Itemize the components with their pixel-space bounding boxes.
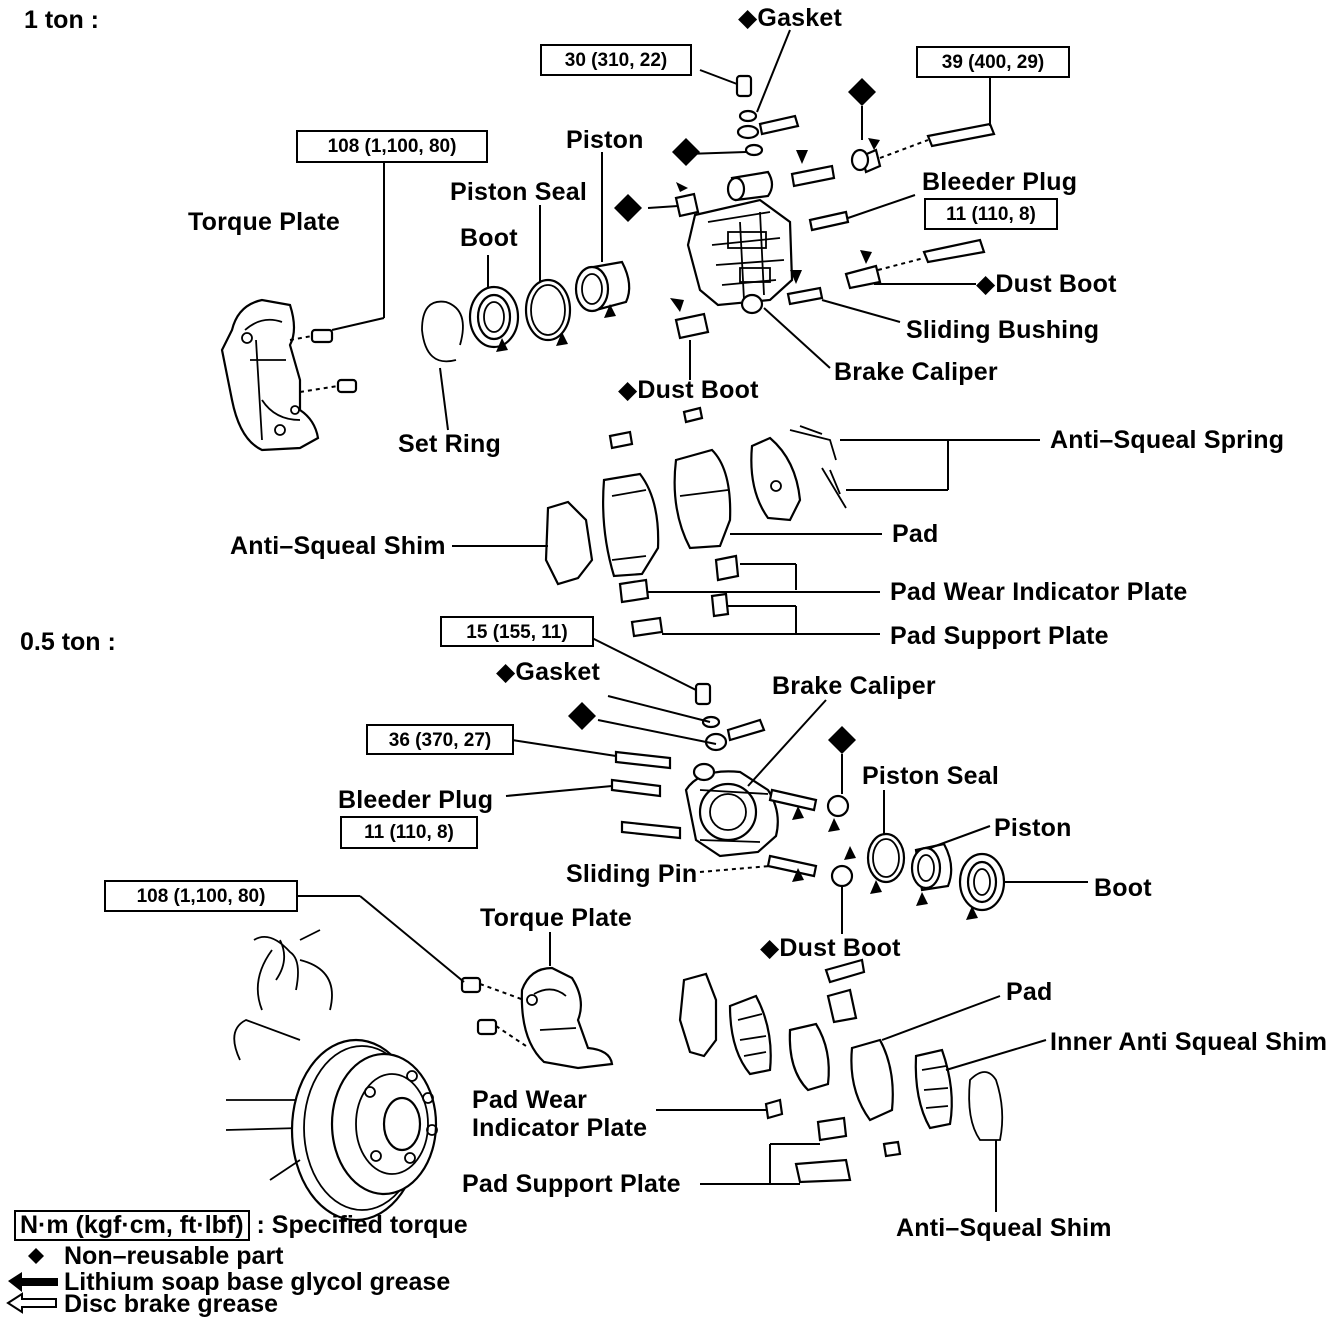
legend-lithium-grease: Lithium soap base glycol grease [64, 1268, 451, 1296]
label-piston-1ton: Piston [566, 126, 644, 154]
label-pad-wear-indicator-plate-line2: Indicator Plate [472, 1114, 648, 1142]
torque-spec-gasket-bolt: 30 (310, 22) [540, 44, 692, 76]
legend-non-reusable: Non–reusable part [64, 1242, 284, 1270]
torque-spec-sliding-pin-bolt: 39 (400, 29) [916, 46, 1070, 78]
torque-plate-bolts-half-ton [460, 976, 527, 1047]
brake-caliper-half-ton-drawing [684, 762, 779, 858]
torque-spec-gasket-bolt-half-ton: 15 (155, 11) [440, 616, 594, 647]
diamond-icon [28, 1248, 44, 1264]
outline-arrow-icon [6, 1292, 57, 1314]
legend-torque-box: N·m (kgf·cm, ft·lbf) [14, 1210, 250, 1241]
black-arrow-icon [8, 1272, 58, 1292]
label-torque-plate-1ton: Torque Plate [188, 208, 340, 236]
label-brake-caliper-half-ton: Brake Caliper [772, 672, 936, 700]
label-dust-boot-bottom-1ton: ◆Dust Boot [618, 376, 759, 404]
label-dust-boot-right-1ton: ◆Dust Boot [976, 270, 1117, 298]
label-gasket-half-ton: ◆Gasket [496, 658, 601, 686]
piston-seal-1ton-drawing [524, 278, 572, 342]
label-sliding-pin-half-ton: Sliding Pin [566, 860, 698, 888]
torque-plate-half-ton-drawing [520, 966, 614, 1070]
label-gasket-1ton: ◆Gasket [738, 4, 843, 32]
label-piston-seal-half-ton: Piston Seal [862, 762, 999, 790]
label-pad-half-ton: Pad [1006, 978, 1053, 1006]
label-anti-squeal-shim-1ton: Anti–Squeal Shim [230, 532, 446, 560]
torque-spec-bleeder-plug-bottom: 11 (110, 8) [340, 816, 478, 849]
legend-specified-torque: N·m (kgf·cm, ft·lbf) : Specified torque [14, 1210, 468, 1241]
torque-spec-caliper-bolt: 36 (370, 27) [366, 724, 514, 755]
label-pad-support-plate-half-ton: Pad Support Plate [462, 1170, 681, 1198]
torque-plate-1ton-drawing [220, 298, 320, 452]
label-sliding-bushing-1ton: Sliding Bushing [906, 316, 1100, 344]
diamond-icon [568, 702, 856, 754]
pads-1ton-drawing [544, 406, 847, 638]
legend-torque-text: : Specified torque [256, 1211, 468, 1239]
boot-half-ton-drawing [958, 852, 1006, 912]
legend-disc-brake-grease: Disc brake grease [64, 1290, 279, 1318]
label-bleeder-plug-half-ton: Bleeder Plug [338, 786, 494, 814]
sliding-pins-half-ton-drawing [766, 788, 854, 888]
piston-1ton-drawing [574, 260, 631, 313]
torque-plate-bolts-1ton [289, 162, 385, 394]
label-inner-anti-squeal-shim-half-ton: Inner Anti Squeal Shim [1050, 1028, 1328, 1056]
torque-spec-torque-plate-bottom: 108 (1,100, 80) [104, 880, 298, 912]
piston-half-ton-drawing [910, 842, 953, 892]
label-boot-half-ton: Boot [1094, 874, 1152, 902]
pads-half-ton-drawing [678, 958, 1004, 1184]
diamond-icon [614, 78, 876, 222]
black-arrow-icon [792, 806, 978, 920]
hub-disc-drawing [225, 929, 438, 1222]
sliding-pins-1ton-drawing [674, 122, 996, 340]
label-pad-wear-indicator-plate-line1: Pad Wear [472, 1086, 588, 1114]
label-piston-seal-1ton: Piston Seal [450, 178, 587, 206]
piston-seal-half-ton-drawing [866, 832, 906, 884]
set-ring-drawing [421, 300, 464, 363]
label-torque-plate-half-ton: Torque Plate [480, 904, 632, 932]
black-arrow-icon [496, 138, 880, 352]
label-set-ring-1ton: Set Ring [398, 430, 501, 458]
section-title-half-ton: 0.5 ton : [20, 628, 116, 656]
label-anti-squeal-spring-1ton: Anti–Squeal Spring [1050, 426, 1285, 454]
section-title-1-ton: 1 ton : [24, 6, 99, 34]
gasket-bolt-half-ton-drawing [610, 682, 766, 840]
torque-spec-torque-plate-top: 108 (1,100, 80) [296, 130, 488, 163]
torque-spec-bleeder-plug-top: 11 (110, 8) [924, 198, 1058, 230]
boot-1ton-drawing [468, 285, 520, 349]
brake-caliper-1ton-drawing [686, 170, 794, 315]
label-anti-squeal-shim-half-ton: Anti–Squeal Shim [896, 1214, 1112, 1242]
label-pad-1ton: Pad [892, 520, 939, 548]
label-brake-caliper-1ton: Brake Caliper [834, 358, 998, 386]
label-piston-half-ton: Piston [994, 814, 1072, 842]
label-pad-support-plate-1ton: Pad Support Plate [890, 622, 1109, 650]
label-bleeder-plug-1ton: Bleeder Plug [922, 168, 1078, 196]
label-boot-1ton: Boot [460, 224, 518, 252]
label-pad-wear-indicator-plate-1ton: Pad Wear Indicator Plate [890, 578, 1188, 606]
gasket-bolt-1ton-drawing [735, 74, 800, 157]
label-dust-boot-half-ton: ◆Dust Boot [760, 934, 901, 962]
